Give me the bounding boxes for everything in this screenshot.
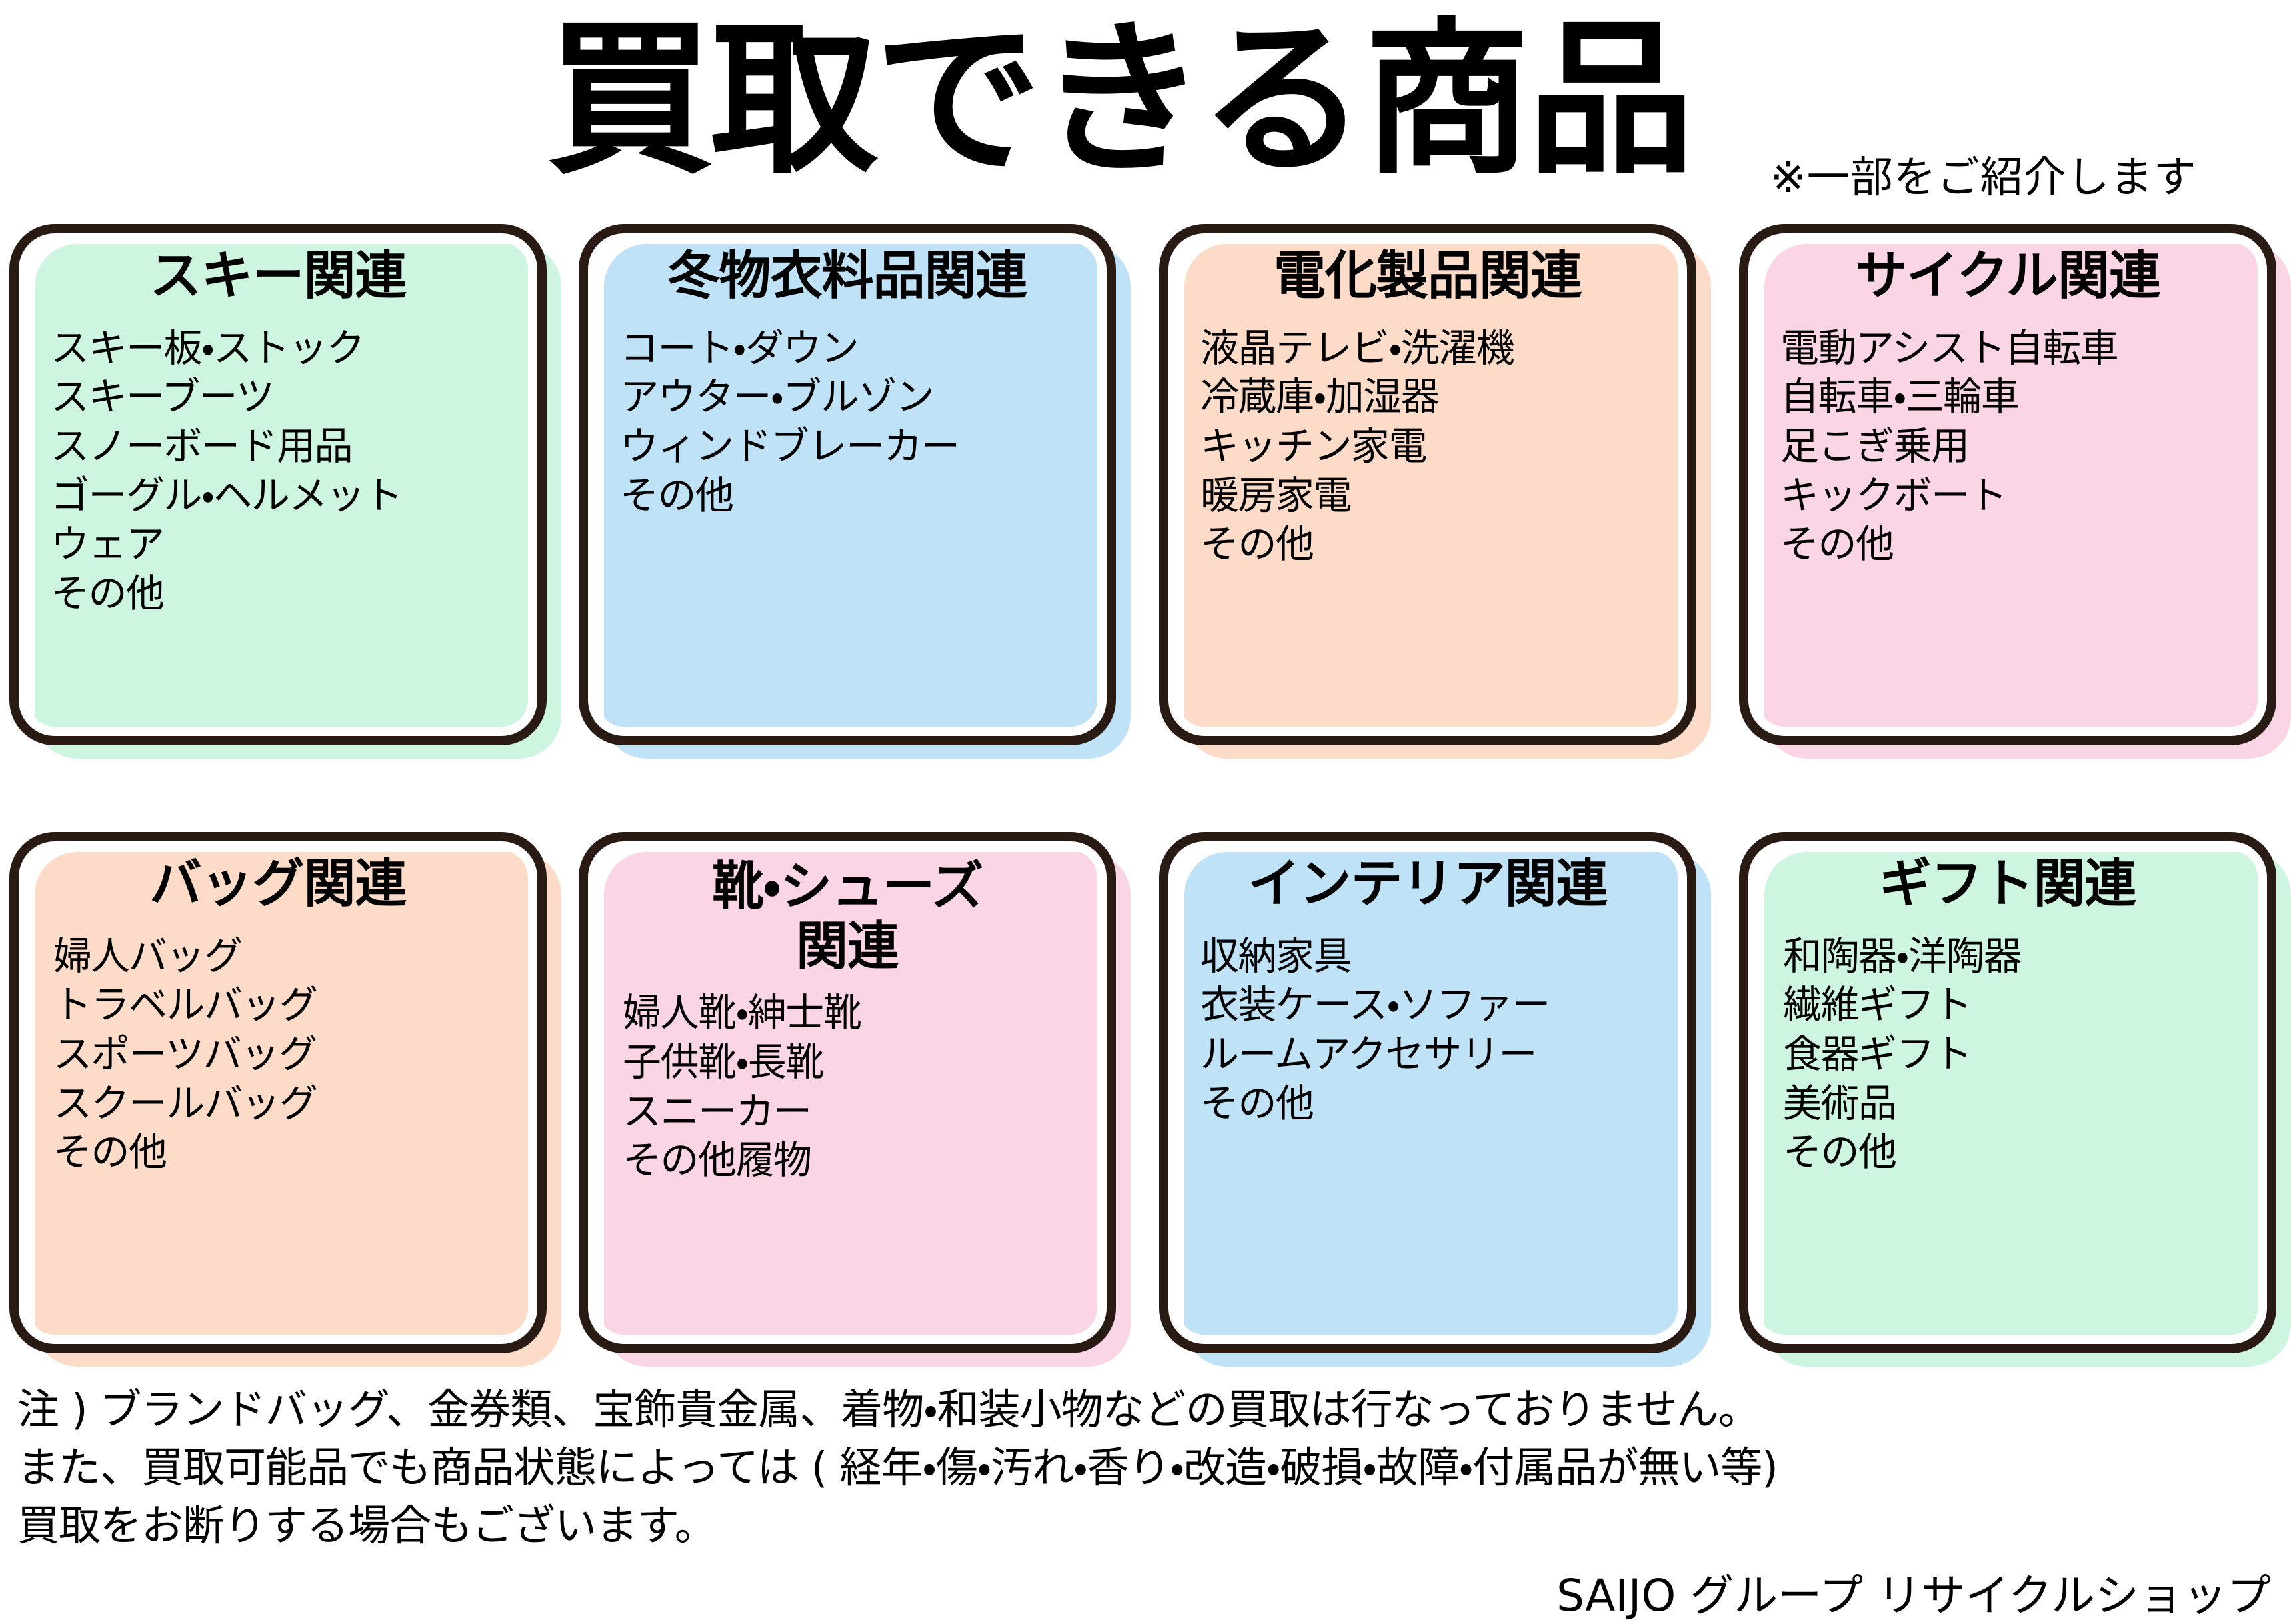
- card-body: 靴・シューズ 関連 婦人靴・紳士靴 子供靴・長靴 スニーカー その他履物: [579, 832, 1116, 1353]
- card-background-fill: [1184, 852, 1711, 1367]
- card-outline: [9, 224, 547, 745]
- category-card-grid: スキー関連 スキー板・ストック スキーブーツ スノーボード用品 ゴーグル・ヘルメ…: [0, 224, 2291, 1377]
- card-title: バッグ関連: [149, 854, 407, 914]
- card-title: サイクル関連: [1854, 246, 2161, 306]
- category-card-ski[interactable]: スキー関連 スキー板・ストック スキーブーツ スノーボード用品 ゴーグル・ヘルメ…: [9, 224, 561, 759]
- page-footer: 注 ) ブランドバッグ、金券類、宝飾貴金属、着物・和装小物などの買取は行なってお…: [0, 1381, 2291, 1623]
- card-item-list: 婦人靴・紳士靴 子供靴・長靴 スニーカー その他履物: [623, 990, 862, 1183]
- card-background-fill: [35, 852, 561, 1367]
- card-outline: [1739, 832, 2276, 1353]
- card-title: ギフト関連: [1879, 854, 2136, 914]
- card-outline: [9, 832, 547, 1353]
- card-item-list: 電動アシスト自転車 自転車・三輪車 足こぎ乗用 キックボート その他: [1780, 325, 2119, 567]
- category-card-cycle[interactable]: サイクル関連 電動アシスト自転車 自転車・三輪車 足こぎ乗用 キックボート その…: [1739, 224, 2291, 759]
- card-background-fill: [1184, 244, 1711, 759]
- category-card-winter-clothing[interactable]: 冬物衣料品関連 コート・ダウン アウター・ブルゾン ウィンドブレーカー その他: [579, 224, 1131, 759]
- category-card-gift[interactable]: ギフト関連 和陶器・洋陶器 繊維ギフト 食器ギフト 美術品 その他: [1739, 832, 2291, 1367]
- card-title: 冬物衣料品関連: [667, 246, 1027, 306]
- card-background-fill: [604, 852, 1131, 1367]
- card-background-fill: [1764, 852, 2291, 1367]
- category-card-shoes[interactable]: 靴・シューズ 関連 婦人靴・紳士靴 子供靴・長靴 スニーカー その他履物: [579, 832, 1131, 1367]
- card-body: 冬物衣料品関連 コート・ダウン アウター・ブルゾン ウィンドブレーカー その他: [579, 224, 1116, 745]
- card-body: スキー関連 スキー板・ストック スキーブーツ スノーボード用品 ゴーグル・ヘルメ…: [9, 224, 547, 745]
- card-title: スキー関連: [149, 246, 407, 306]
- card-item-list: 和陶器・洋陶器 繊維ギフト 食器ギフト 美術品 その他: [1783, 933, 2022, 1175]
- card-item-list: 収納家具 衣装ケース・ソファー ルームアクセサリー その他: [1200, 933, 1550, 1126]
- card-background-fill: [604, 244, 1131, 759]
- card-outline: [579, 224, 1116, 745]
- card-outline: [1159, 224, 1696, 745]
- card-body: ギフト関連 和陶器・洋陶器 繊維ギフト 食器ギフト 美術品 その他: [1739, 832, 2276, 1353]
- category-card-bag[interactable]: バッグ関連 婦人バッグ トラベルバッグ スポーツバッグ スクールバッグ その他: [9, 832, 561, 1367]
- card-item-list: コート・ダウン アウター・ブルゾン ウィンドブレーカー その他: [620, 325, 960, 518]
- category-card-appliances[interactable]: 電化製品関連 液晶テレビ・洗濯機 冷蔵庫・加湿器 キッチン家電 暖房家電 その他: [1159, 224, 1711, 759]
- card-background-fill: [1764, 244, 2291, 759]
- card-outline: [1159, 832, 1696, 1353]
- category-card-interior[interactable]: インテリア関連 収納家具 衣装ケース・ソファー ルームアクセサリー その他: [1159, 832, 1711, 1367]
- card-title: 電化製品関連: [1273, 246, 1582, 306]
- card-item-list: スキー板・ストック スキーブーツ スノーボード用品 ゴーグル・ヘルメット ウェア…: [51, 325, 403, 616]
- card-body: サイクル関連 電動アシスト自転車 自転車・三輪車 足こぎ乗用 キックボート その…: [1739, 224, 2276, 745]
- card-title: インテリア関連: [1248, 854, 1608, 914]
- page-header: 買取できる商品 ※一部をご紹介します: [0, 0, 2291, 220]
- footer-disclaimer-notes: 注 ) ブランドバッグ、金券類、宝飾貴金属、着物・和装小物などの買取は行なってお…: [17, 1385, 1778, 1550]
- card-body: インテリア関連 収納家具 衣装ケース・ソファー ルームアクセサリー その他: [1159, 832, 1696, 1353]
- card-title: 靴・シューズ 関連: [711, 857, 984, 977]
- page-subtitle: ※一部をご紹介します: [1770, 153, 2197, 203]
- card-outline: [1739, 224, 2276, 745]
- card-body: 電化製品関連 液晶テレビ・洗濯機 冷蔵庫・加湿器 キッチン家電 暖房家電 その他: [1159, 224, 1696, 745]
- page-title: 買取できる商品: [547, 3, 1694, 197]
- card-body: バッグ関連 婦人バッグ トラベルバッグ スポーツバッグ スクールバッグ その他: [9, 832, 547, 1353]
- card-item-list: 液晶テレビ・洗濯機 冷蔵庫・加湿器 キッチン家電 暖房家電 その他: [1200, 325, 1515, 567]
- card-background-fill: [35, 244, 561, 759]
- card-outline: [579, 832, 1116, 1353]
- footer-brand-name: SAIJO グループ リサイクルショップ: [1556, 1570, 2271, 1621]
- card-item-list: 婦人バッグ トラベルバッグ スポーツバッグ スクールバッグ その他: [53, 933, 318, 1175]
